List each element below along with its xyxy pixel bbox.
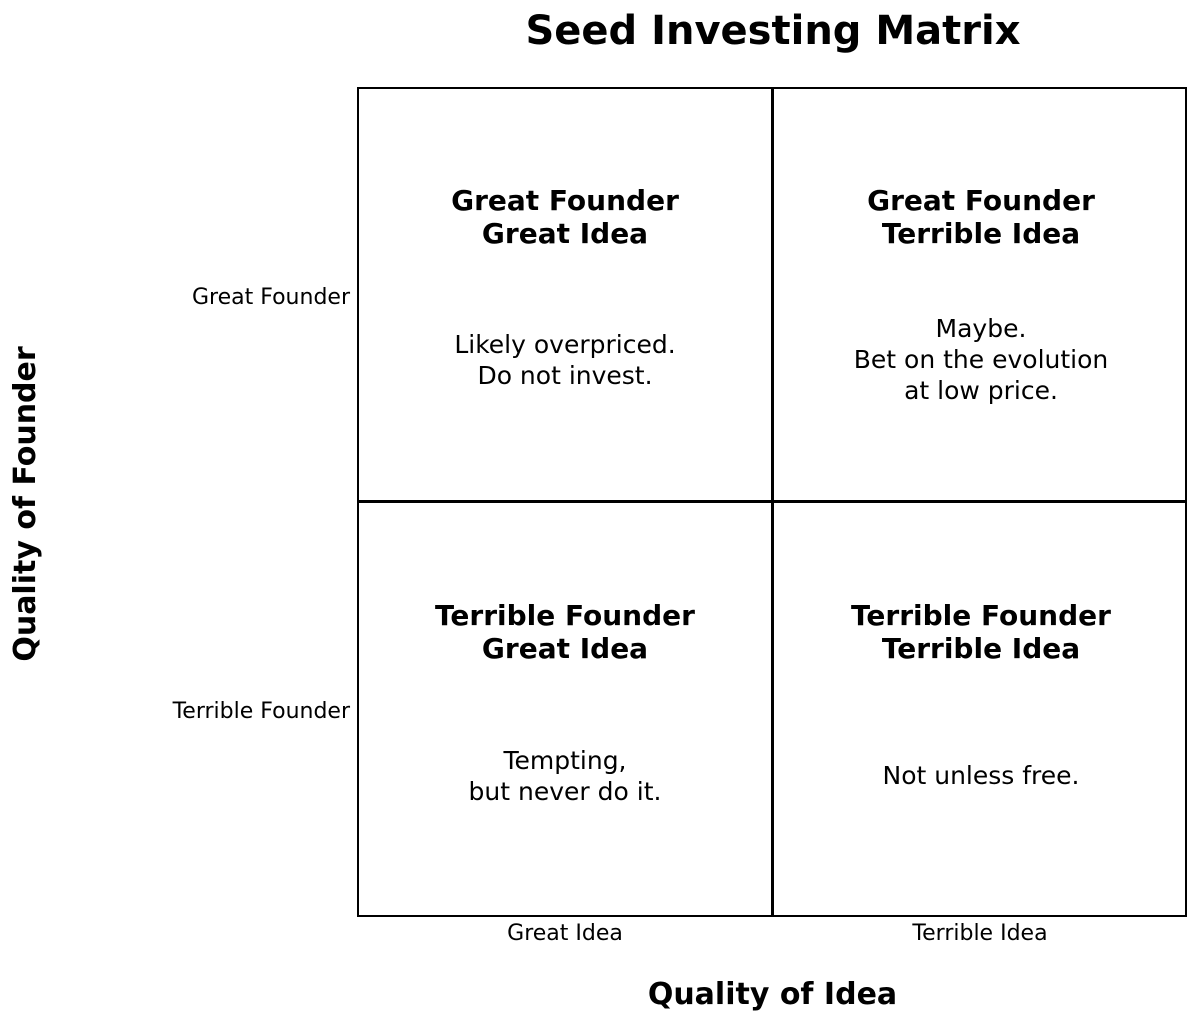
quadrant-verdict-line: Bet on the evolution xyxy=(853,345,1109,374)
column-label-terrible-idea: Terrible Idea xyxy=(912,921,1048,946)
quadrant-verdict: Tempting, but never do it. xyxy=(358,745,772,807)
quadrant-heading: Terrible Founder Great Idea xyxy=(358,599,772,665)
diagram-title: Seed Investing Matrix xyxy=(525,8,1021,54)
quadrant-great-founder-terrible-idea: Great Founder Terrible Idea Maybe. Bet o… xyxy=(774,88,1188,501)
quadrant-heading: Great Founder Great Idea xyxy=(358,184,772,250)
quadrant-heading: Terrible Founder Terrible Idea xyxy=(774,599,1188,665)
y-axis-label: Quality of Founder xyxy=(8,346,43,662)
quadrant-terrible-founder-terrible-idea: Terrible Founder Terrible Idea Not unles… xyxy=(774,503,1188,916)
quadrant-verdict-line: Do not invest. xyxy=(477,361,653,390)
quadrant-heading-line: Terrible Founder xyxy=(435,599,695,632)
horizontal-divider xyxy=(357,500,1187,503)
quadrant-heading-line: Great Founder xyxy=(451,184,679,217)
quadrant-verdict: Not unless free. xyxy=(774,760,1188,791)
quadrant-heading-line: Great Idea xyxy=(481,632,649,665)
quadrant-heading-line: Great Idea xyxy=(481,217,649,250)
quadrant-verdict-line: but never do it. xyxy=(468,777,662,806)
row-label-great-founder: Great Founder xyxy=(191,285,350,310)
quadrant-heading: Great Founder Terrible Idea xyxy=(774,184,1188,250)
quadrant-verdict-line: Tempting, xyxy=(503,746,627,775)
quadrant-verdict-line: Maybe. xyxy=(935,314,1027,343)
row-label-terrible-founder: Terrible Founder xyxy=(172,699,350,724)
quadrant-verdict-line: Likely overpriced. xyxy=(454,330,676,359)
quadrant-heading-line: Terrible Idea xyxy=(881,632,1081,665)
quadrant-heading-line: Terrible Idea xyxy=(881,217,1081,250)
quadrant-heading-line: Great Founder xyxy=(867,184,1095,217)
quadrant-great-founder-great-idea: Great Founder Great Idea Likely overpric… xyxy=(358,88,772,501)
quadrant-verdict: Likely overpriced. Do not invest. xyxy=(358,329,772,391)
x-axis-label: Quality of Idea xyxy=(647,977,898,1012)
column-label-great-idea: Great Idea xyxy=(507,921,623,946)
quadrant-verdict-line: Not unless free. xyxy=(882,761,1080,790)
quadrant-verdict: Maybe. Bet on the evolution at low price… xyxy=(774,313,1188,406)
quadrant-verdict-line: at low price. xyxy=(904,376,1058,405)
quadrant-terrible-founder-great-idea: Terrible Founder Great Idea Tempting, bu… xyxy=(358,503,772,916)
quadrant-heading-line: Terrible Founder xyxy=(851,599,1111,632)
